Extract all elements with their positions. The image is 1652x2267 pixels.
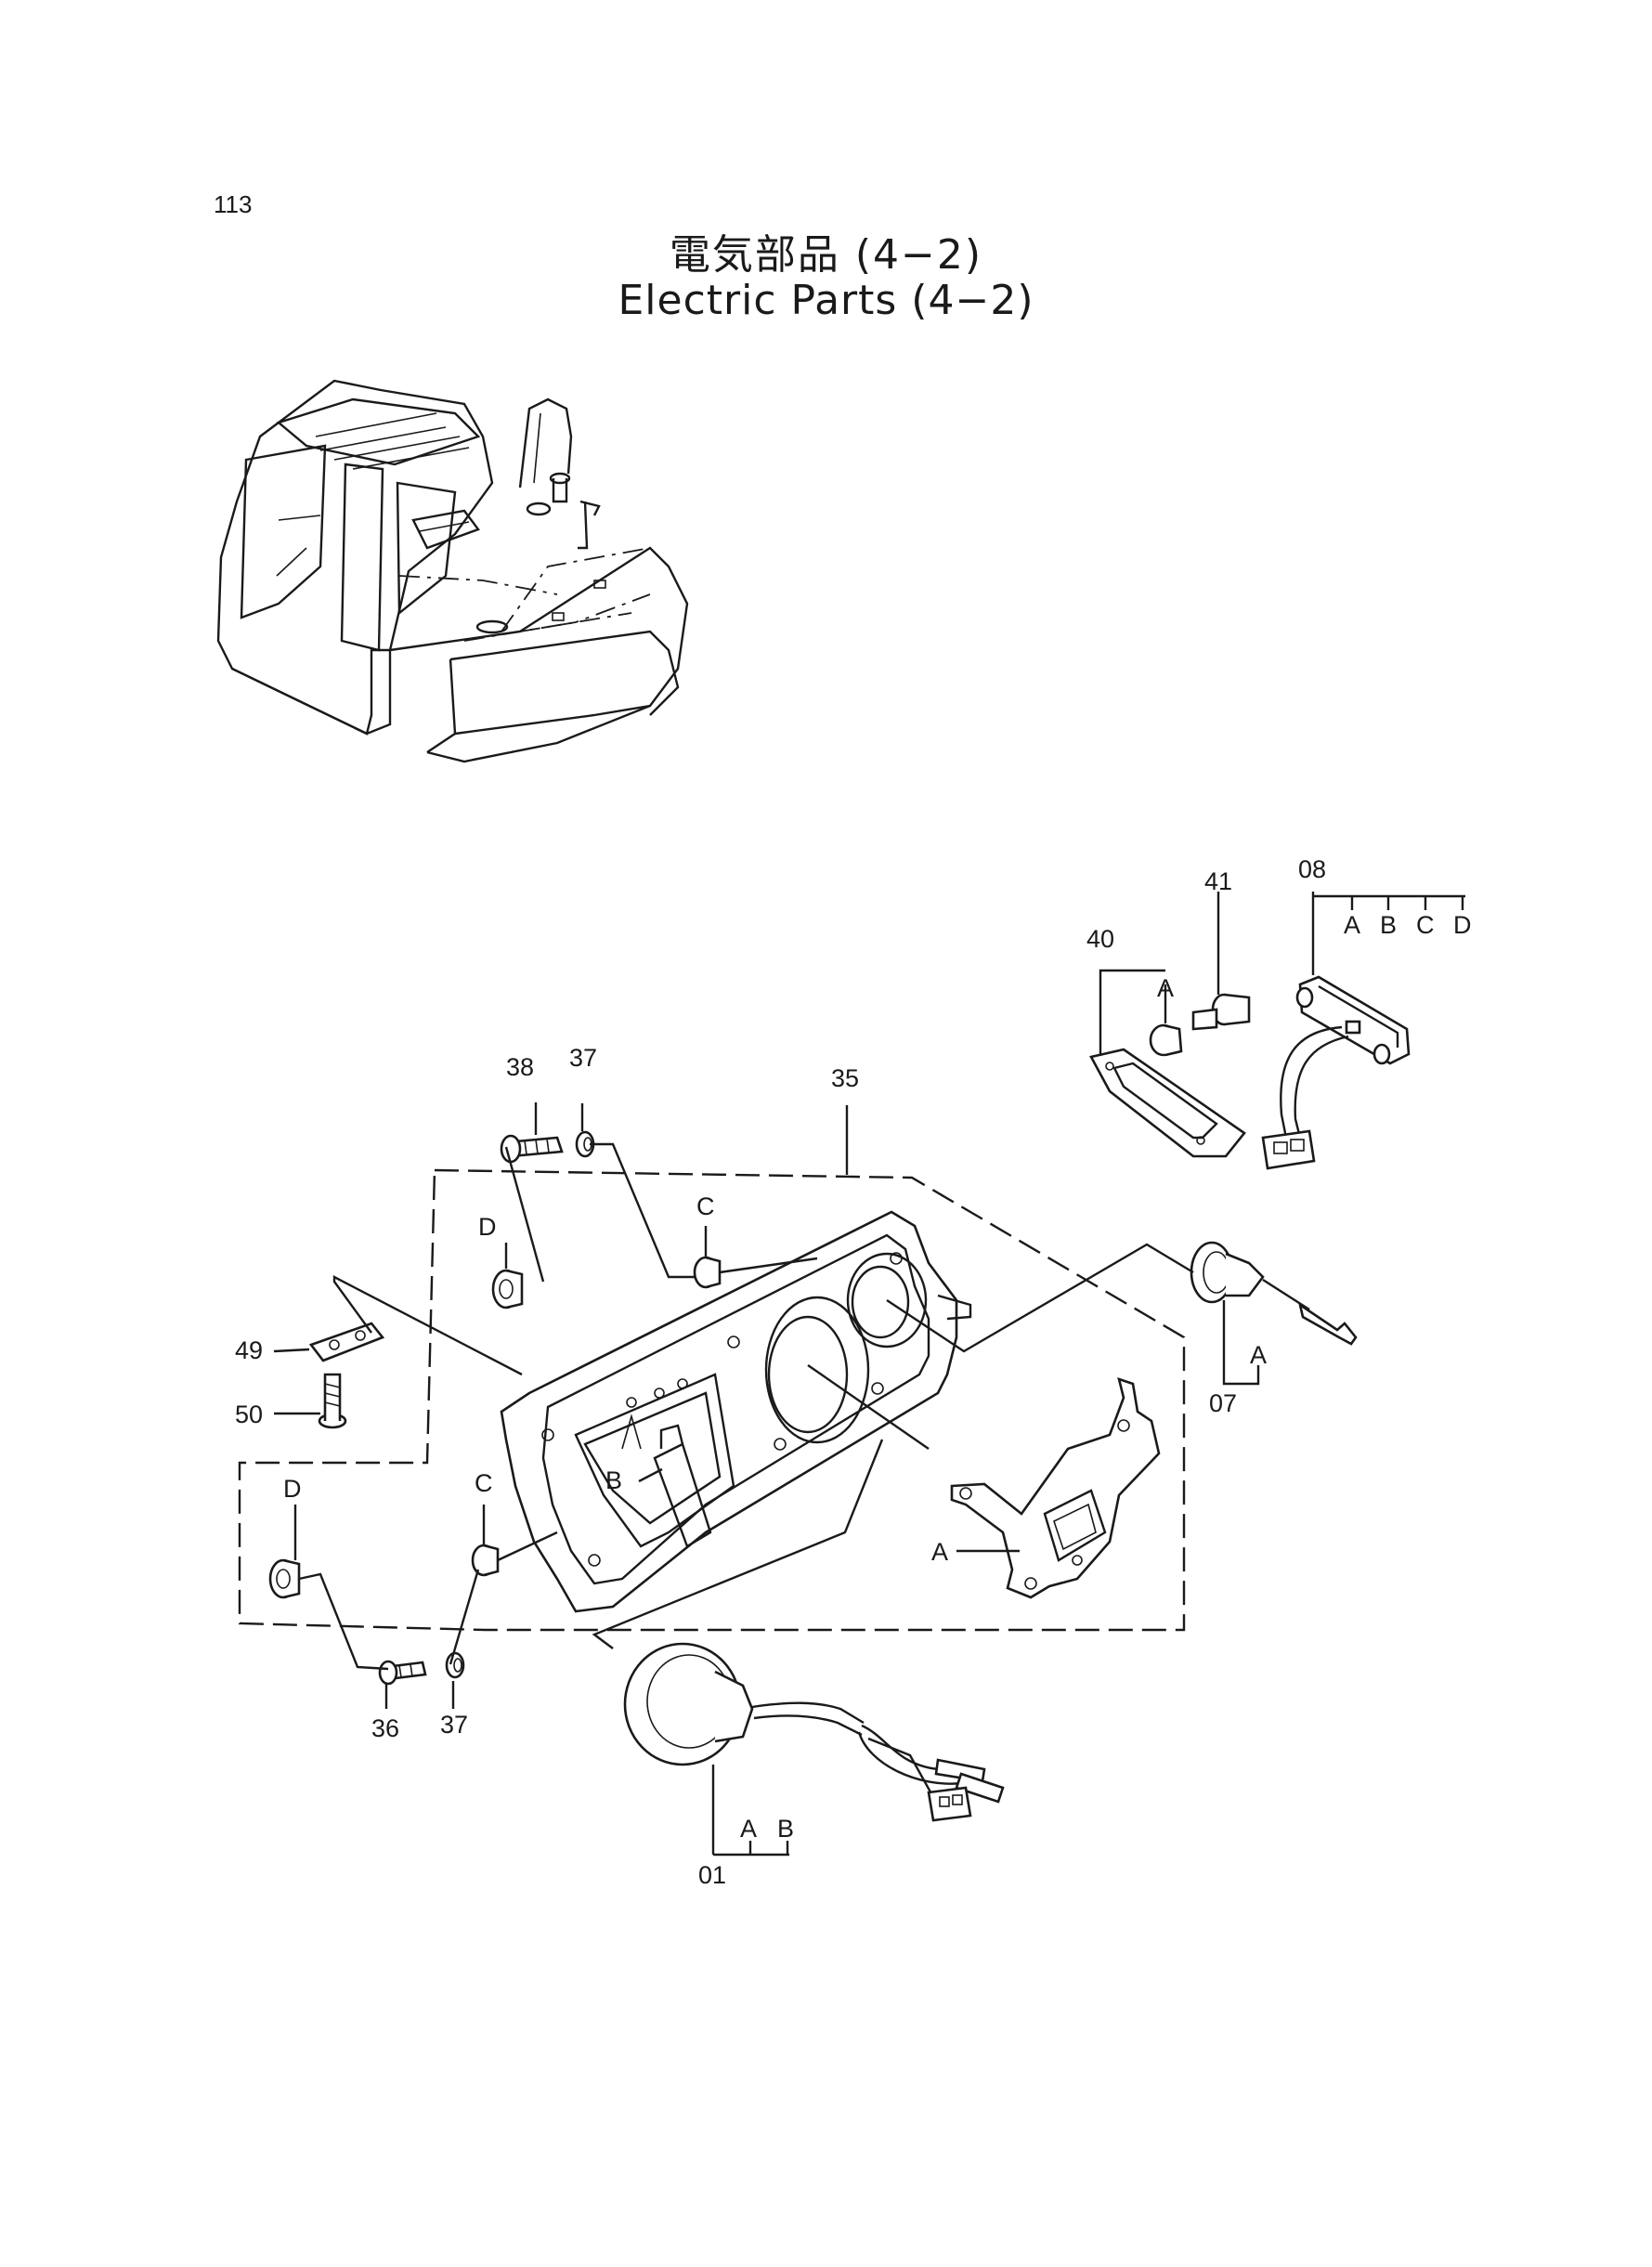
part-40-bezel — [1089, 1023, 1246, 1158]
variant-08-d: D — [1453, 911, 1472, 939]
callout-37-upper: 37 — [569, 1044, 597, 1072]
part-50-bolt — [318, 1373, 347, 1429]
ref-b-panel: B — [605, 1466, 622, 1494]
variant-08-a: A — [1344, 911, 1360, 939]
grommet-d-lower — [268, 1558, 301, 1599]
variant-08-c: C — [1416, 911, 1435, 939]
variant-07-a: A — [1250, 1341, 1267, 1369]
callout-08: 08 — [1298, 855, 1326, 883]
page-title-japanese: 電気部品 (4−2) — [669, 231, 983, 279]
grommet-c-lower — [471, 1544, 500, 1577]
excavator-overview-illustration — [216, 379, 689, 763]
leader-lines — [273, 892, 1465, 1857]
part-08-indicator-lamp — [1261, 975, 1411, 1170]
part-41-screw — [1191, 993, 1251, 1031]
ref-c-lower: C — [475, 1469, 493, 1497]
part-01-buzzer-unit — [623, 1642, 1005, 1822]
callout-40: 40 — [1086, 925, 1114, 953]
variant-08-b: B — [1380, 911, 1397, 939]
part-07-lamp-socket — [1190, 1241, 1358, 1346]
callout-41: 41 — [1204, 867, 1232, 895]
ref-a-bracket: A — [931, 1538, 948, 1566]
callout-labels: 38 37 35 41 08 40 07 49 50 36 37 01 A B … — [235, 855, 1472, 1889]
variant-01-a: A — [740, 1815, 757, 1843]
page-number: 113 — [214, 190, 253, 218]
callout-01: 01 — [698, 1861, 726, 1889]
callout-35: 35 — [831, 1064, 859, 1092]
callout-49: 49 — [235, 1336, 263, 1364]
callout-37-lower: 37 — [440, 1711, 468, 1739]
page-title-english: Electric Parts (4−2) — [618, 277, 1034, 324]
grommet-d-upper — [491, 1269, 524, 1309]
ref-c-upper: C — [696, 1192, 715, 1220]
ref-d-upper: D — [478, 1213, 497, 1241]
variant-40-a: A — [1157, 974, 1174, 1002]
part-37-washer-lower — [445, 1651, 465, 1679]
callout-38: 38 — [506, 1053, 534, 1081]
callout-36: 36 — [371, 1714, 399, 1742]
monitor-panel-assembly — [238, 1168, 1186, 1632]
part-38-screw — [500, 1134, 564, 1164]
part-36-screw — [378, 1660, 427, 1686]
part-49-plate — [308, 1322, 385, 1362]
grommet-c-upper — [693, 1256, 722, 1289]
ref-d-lower: D — [283, 1475, 302, 1503]
callout-07: 07 — [1209, 1389, 1237, 1417]
callout-50: 50 — [235, 1401, 263, 1428]
variant-01-b: B — [777, 1815, 794, 1843]
